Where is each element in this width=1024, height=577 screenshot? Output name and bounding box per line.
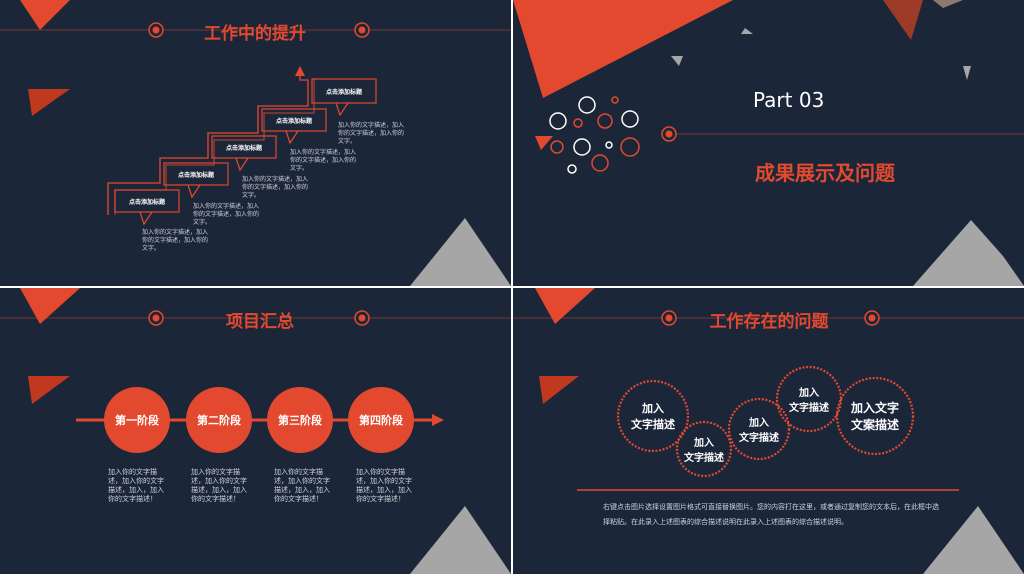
- gear-icon: [675, 420, 733, 478]
- slide1-decor: [0, 0, 511, 286]
- gear-icon: [727, 397, 791, 461]
- triangle-decor: [913, 220, 1024, 286]
- stage-circle[interactable]: 第四阶段: [348, 387, 414, 453]
- gear-line: 文案描述: [850, 418, 899, 432]
- gear-text[interactable]: 加入 文字描述: [729, 408, 789, 450]
- stage-circle[interactable]: 第一阶段: [104, 387, 170, 453]
- triangle-decor: [671, 56, 683, 66]
- gear-text[interactable]: 加入 文字描述: [677, 429, 731, 469]
- triangle-decor: [923, 506, 1024, 574]
- triangle-decor: [28, 89, 70, 116]
- triangle-decor: [883, 0, 923, 40]
- triangle-decor: [539, 376, 579, 404]
- triangle-decor: [535, 288, 595, 324]
- triangle-decor: [410, 506, 511, 574]
- page-title: 工作存在的问题: [709, 312, 829, 332]
- step-label[interactable]: 点击添加标题: [275, 118, 312, 125]
- triangle-decor: [410, 218, 511, 286]
- step-label[interactable]: 点击添加标题: [225, 145, 262, 152]
- triangle-decor: [20, 288, 80, 324]
- slide-work-problems[interactable]: 工作存在的问题 加入 文字描述 加入 文字描述 加入 文字描述 加入 文字描述 …: [513, 288, 1024, 574]
- bottom-description: 右键点击图片选择设置图片格式可直接替换图片。您的内容打在这里，或者通过复制您的文…: [603, 503, 939, 526]
- gear-icon: [835, 376, 915, 456]
- gear-line: 加入: [642, 402, 664, 415]
- gear-line: 加入: [749, 418, 769, 429]
- gear-line: 加入: [799, 388, 819, 399]
- arrow-up-icon: [295, 66, 305, 76]
- gear-line: 文字描述: [739, 433, 779, 444]
- slide4-decor: [513, 288, 1024, 574]
- step-label[interactable]: 点击添加标题: [177, 172, 214, 179]
- triangle-decor: [513, 0, 733, 98]
- gear-text[interactable]: 加入 文字描述: [618, 393, 688, 439]
- page-title: 项目汇总: [226, 312, 294, 332]
- gear-icon: [616, 379, 690, 453]
- triangle-decor: [963, 66, 971, 80]
- triangle-decor: [933, 0, 963, 8]
- stage-desc: 加入你的文字描述，加入你的文字描述，加入，加入你的文字描述！: [356, 468, 412, 503]
- stage-circle[interactable]: 第三阶段: [267, 387, 333, 453]
- step-desc: 加入你的文字描述，加入你的文字描述，加入你的文字。: [142, 229, 209, 252]
- arrow-right-icon: [432, 414, 444, 426]
- triangle-decor: [535, 136, 553, 150]
- gear-text[interactable]: 加入 文字描述: [777, 378, 841, 420]
- gear-text[interactable]: 加入文字 文案描述: [837, 392, 913, 440]
- gear-line: 加入: [694, 438, 714, 449]
- stage-desc: 加入你的文字描述，加入你的文字描述，加入，加入你的文字描述！: [274, 468, 330, 503]
- step-desc: 加入你的文字描述，加入你的文字描述，加入你的文字。: [193, 203, 260, 226]
- gear-line: 加入文字: [850, 401, 899, 415]
- step-label[interactable]: 点击添加标题: [128, 199, 165, 206]
- section-title: 成果展示及问题: [755, 161, 895, 185]
- gear-line: 文字描述: [684, 453, 724, 464]
- step-desc: 加入你的文字描述，加入你的文字描述，加入你的文字。: [338, 122, 405, 145]
- gear-line: 文字描述: [789, 403, 829, 414]
- stage-circle[interactable]: 第二阶段: [186, 387, 252, 453]
- slide-work-improvement[interactable]: 工作中的提升 点击添加标题 点击添加标题 点击添加标题 点击添加标题 点击添加标…: [0, 0, 511, 286]
- stage-desc: 加入你的文字描述，加入你的文字描述，加入，加入你的文字描述！: [191, 468, 247, 503]
- slide2-decor: [513, 0, 1024, 286]
- step-desc: 加入你的文字描述，加入你的文字描述，加入你的文字。: [242, 176, 309, 199]
- triangle-decor: [28, 376, 70, 404]
- slide-project-summary[interactable]: 项目汇总 第一阶段 第二阶段 第三阶段 第四阶段 加入你的文字描述，加入你的文字…: [0, 288, 511, 574]
- page-title: 工作中的提升: [204, 24, 306, 44]
- stage-desc: 加入你的文字描述，加入你的文字描述，加入，加入你的文字描述！: [108, 468, 164, 503]
- step-desc: 加入你的文字描述，加入你的文字描述，加入你的文字。: [290, 149, 357, 172]
- step-label[interactable]: 点击添加标题: [325, 89, 362, 96]
- part-number: Part 03: [753, 88, 825, 112]
- slide-part-03[interactable]: Part 03 成果展示及问题: [513, 0, 1024, 286]
- triangle-decor: [20, 0, 70, 30]
- triangle-decor: [741, 28, 753, 34]
- gear-line: 文字描述: [631, 418, 675, 431]
